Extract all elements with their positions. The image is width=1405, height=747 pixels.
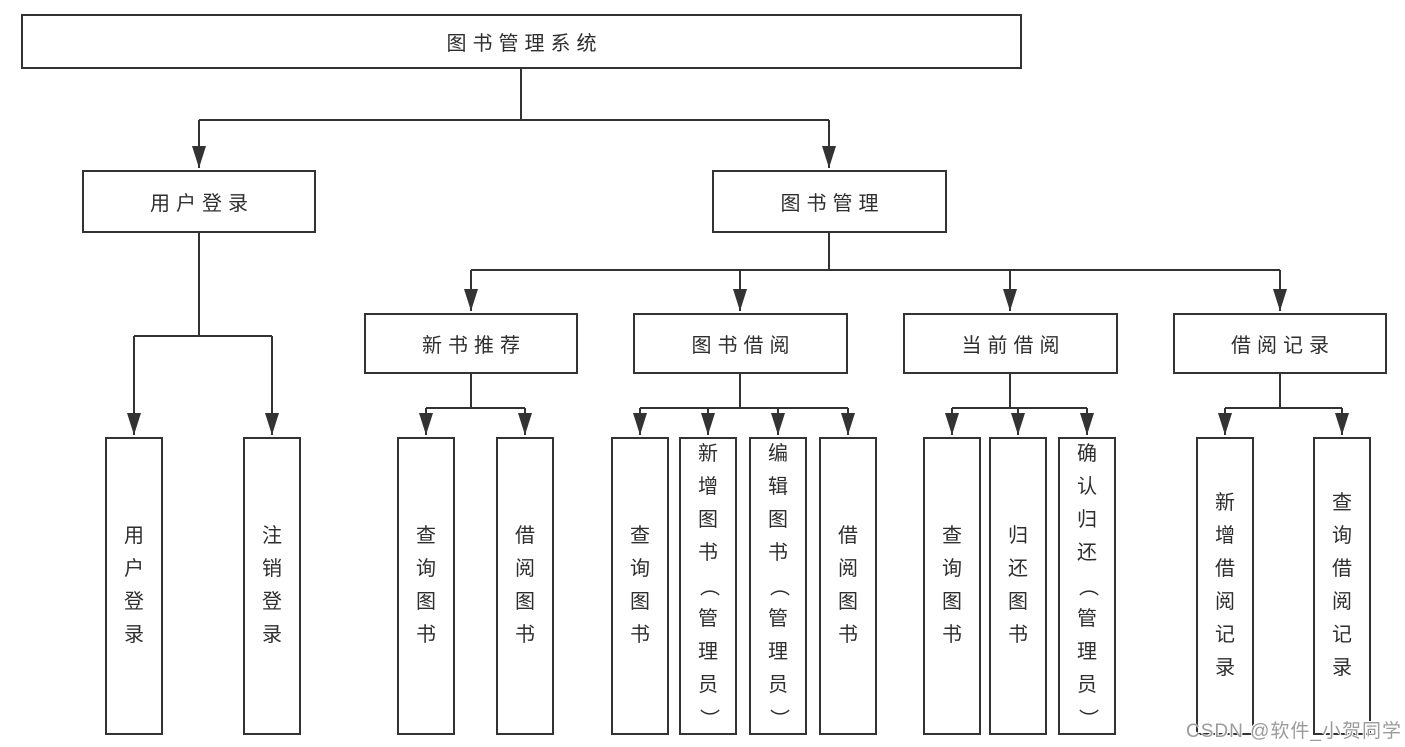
node-user-login: 用户登录	[82, 170, 316, 233]
leaf-query-books-borrow: 查询图书	[611, 437, 669, 735]
leaf-query-books-recommend: 查询图书	[397, 437, 455, 735]
node-library-management-system: 图书管理系统	[21, 14, 1022, 69]
leaf-logout-login: 注销登录	[243, 437, 301, 735]
leaf-confirm-return-admin: 确认归还（管理员）	[1058, 437, 1116, 735]
node-book-management: 图书管理	[712, 170, 947, 233]
node-current-borrow: 当前借阅	[903, 313, 1118, 374]
leaf-borrow-books-recommend: 借阅图书	[496, 437, 554, 735]
leaf-return-books: 归还图书	[989, 437, 1047, 735]
leaf-add-borrow-record: 新增借阅记录	[1196, 437, 1254, 735]
leaf-user-login: 用户登录	[105, 437, 163, 735]
leaf-query-borrow-record: 查询借阅记录	[1313, 437, 1371, 735]
node-borrow-records: 借阅记录	[1173, 313, 1387, 374]
leaf-query-books-current: 查询图书	[923, 437, 981, 735]
node-new-book-recommend: 新书推荐	[364, 313, 578, 374]
leaf-edit-book-admin: 编辑图书（管理员）	[749, 437, 807, 735]
watermark: CSDN @软件_小贺同学	[1186, 721, 1402, 742]
node-book-borrow: 图书借阅	[633, 313, 848, 374]
leaf-add-book-admin: 新增图书（管理员）	[679, 437, 737, 735]
leaf-borrow-books: 借阅图书	[819, 437, 877, 735]
